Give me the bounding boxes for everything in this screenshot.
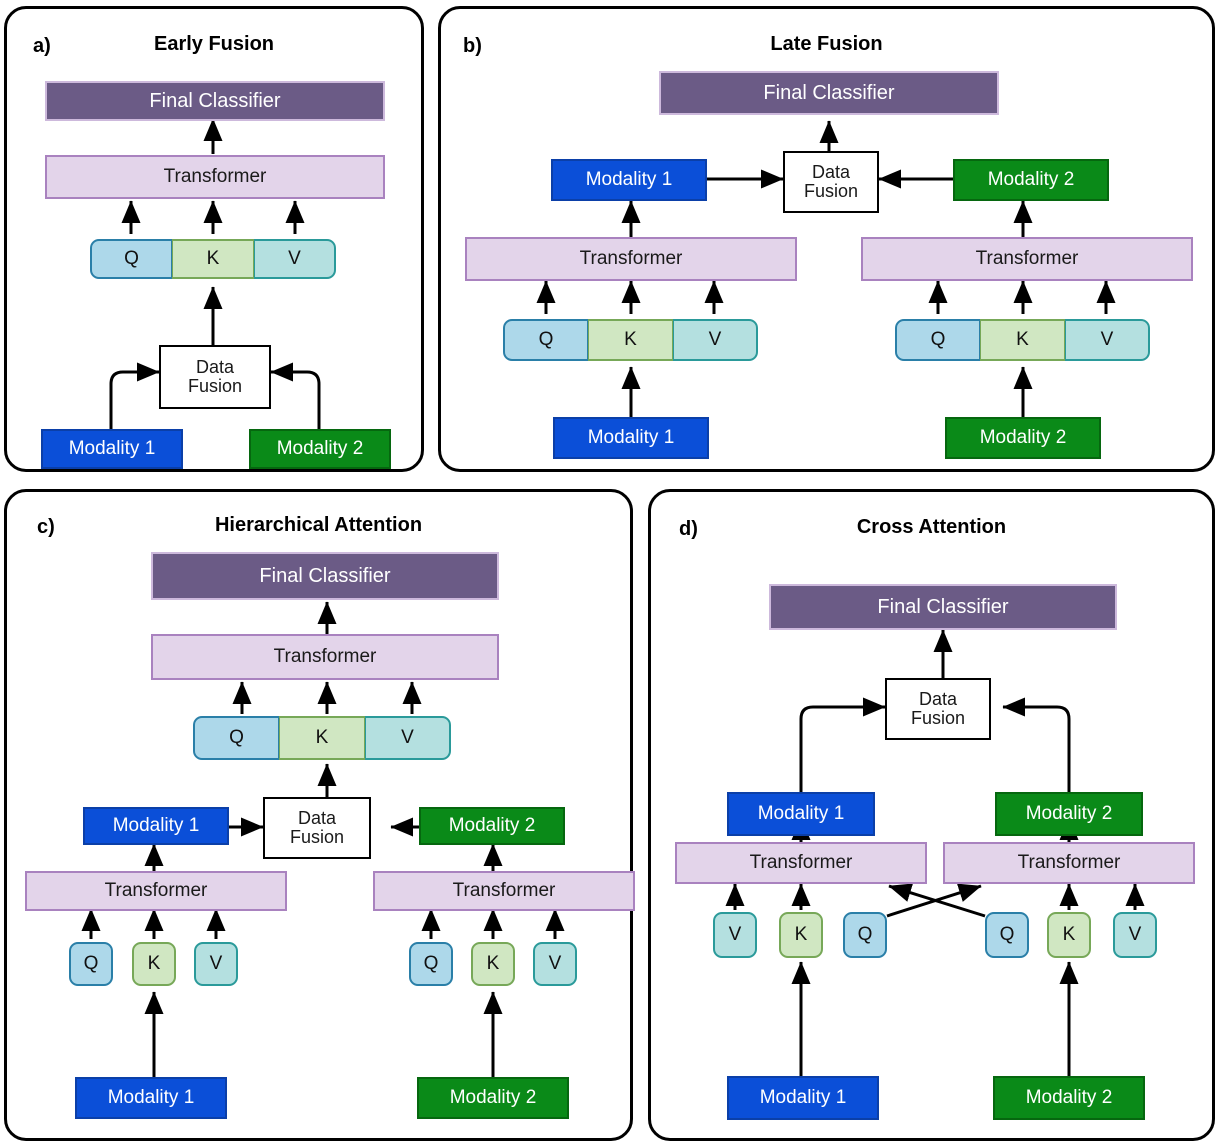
data-fusion-line2-c: Fusion bbox=[289, 827, 345, 847]
panel-hierarchical-attention: c) Hierarchical Attention bbox=[4, 489, 635, 1141]
modality-2-bottom-d: Modality 2 bbox=[993, 1076, 1145, 1120]
transformer-right-d: Transformer bbox=[943, 842, 1195, 884]
data-fusion-line1-a: Data bbox=[195, 357, 235, 378]
qkv-k-left-d: K bbox=[779, 912, 823, 958]
final-classifier-b: Final Classifier bbox=[659, 71, 999, 115]
data-fusion-b: Data Fusion bbox=[783, 151, 879, 213]
qkv-v-right-c: V bbox=[533, 942, 577, 986]
panel-early-fusion: a) Early Fusion Final Classifier Transfo… bbox=[4, 6, 424, 472]
modality-2-mid-d: Modality 2 bbox=[995, 792, 1143, 836]
data-fusion-c: Data Fusion bbox=[263, 797, 371, 859]
panel-letter-d: d) bbox=[679, 518, 698, 540]
qkv-q-right-c: Q bbox=[409, 942, 453, 986]
modality-1-a: Modality 1 bbox=[41, 429, 183, 469]
qkv-v-left-c: V bbox=[194, 942, 238, 986]
data-fusion-line2-d: Fusion bbox=[910, 708, 966, 728]
modality-2-top-b: Modality 2 bbox=[953, 159, 1109, 201]
panel-title-a: Early Fusion bbox=[153, 33, 275, 55]
data-fusion-line1-d: Data bbox=[918, 689, 958, 710]
qkv-v-right-d: V bbox=[1113, 912, 1157, 958]
modality-1-bottom-b: Modality 1 bbox=[553, 417, 709, 459]
final-classifier-d: Final Classifier bbox=[769, 584, 1117, 630]
panel-cross-attention: d) Cross Attention bbox=[648, 489, 1215, 1141]
transformer-right-c: Transformer bbox=[373, 871, 635, 911]
final-classifier-c: Final Classifier bbox=[151, 552, 499, 600]
qkv-k-top-c: K bbox=[279, 716, 365, 760]
qkv-k-left-c: K bbox=[132, 942, 176, 986]
transformer-left-b: Transformer bbox=[465, 237, 797, 281]
panel-letter-c: c) bbox=[37, 516, 55, 538]
modality-2-mid-c: Modality 2 bbox=[419, 807, 565, 845]
data-fusion-a: Data Fusion bbox=[159, 345, 271, 409]
data-fusion-line2-b: Fusion bbox=[803, 181, 859, 201]
modality-1-bottom-d: Modality 1 bbox=[727, 1076, 879, 1120]
qkv-v-left-d: V bbox=[713, 912, 757, 958]
qkv-q-left-c: Q bbox=[69, 942, 113, 986]
qkv-q-top-c: Q bbox=[193, 716, 279, 760]
data-fusion-line1-b: Data bbox=[811, 162, 851, 183]
modality-1-mid-c: Modality 1 bbox=[83, 807, 229, 845]
panel-title-d: Cross Attention bbox=[856, 516, 1007, 538]
qkv-k-right-c: K bbox=[471, 942, 515, 986]
transformer-right-b: Transformer bbox=[861, 237, 1193, 281]
qkv-v-right-b: V bbox=[1065, 319, 1150, 361]
data-fusion-line1-c: Data bbox=[297, 808, 337, 829]
modality-1-top-b: Modality 1 bbox=[551, 159, 707, 201]
qkv-q-a: Q bbox=[90, 239, 172, 279]
qkv-k-left-b: K bbox=[588, 319, 673, 361]
transformer-top-c: Transformer bbox=[151, 634, 499, 680]
qkv-v-left-b: V bbox=[673, 319, 758, 361]
panel-title-b: Late Fusion bbox=[770, 33, 883, 55]
modality-1-bottom-c: Modality 1 bbox=[75, 1077, 227, 1119]
modality-2-bottom-b: Modality 2 bbox=[945, 417, 1101, 459]
qkv-k-a: K bbox=[172, 239, 254, 279]
qkv-k-right-d: K bbox=[1047, 912, 1091, 958]
panel-letter-a: a) bbox=[33, 35, 51, 57]
qkv-v-a: V bbox=[254, 239, 336, 279]
final-classifier-a: Final Classifier bbox=[45, 81, 385, 121]
transformer-left-d: Transformer bbox=[675, 842, 927, 884]
qkv-q-left-b: Q bbox=[503, 319, 588, 361]
data-fusion-line2-a: Fusion bbox=[187, 376, 243, 396]
data-fusion-d: Data Fusion bbox=[885, 678, 991, 740]
panel-letter-b: b) bbox=[463, 35, 482, 57]
qkv-q-right-d: Q bbox=[985, 912, 1029, 958]
modality-2-bottom-c: Modality 2 bbox=[417, 1077, 569, 1119]
transformer-a: Transformer bbox=[45, 155, 385, 199]
panel-late-fusion: b) Late Fusion bbox=[438, 6, 1215, 472]
qkv-k-right-b: K bbox=[980, 319, 1065, 361]
modality-1-mid-d: Modality 1 bbox=[727, 792, 875, 836]
qkv-v-top-c: V bbox=[365, 716, 451, 760]
qkv-q-right-b: Q bbox=[895, 319, 980, 361]
modality-2-a: Modality 2 bbox=[249, 429, 391, 469]
panel-title-c: Hierarchical Attention bbox=[214, 514, 423, 536]
qkv-q-left-d: Q bbox=[843, 912, 887, 958]
transformer-left-c: Transformer bbox=[25, 871, 287, 911]
